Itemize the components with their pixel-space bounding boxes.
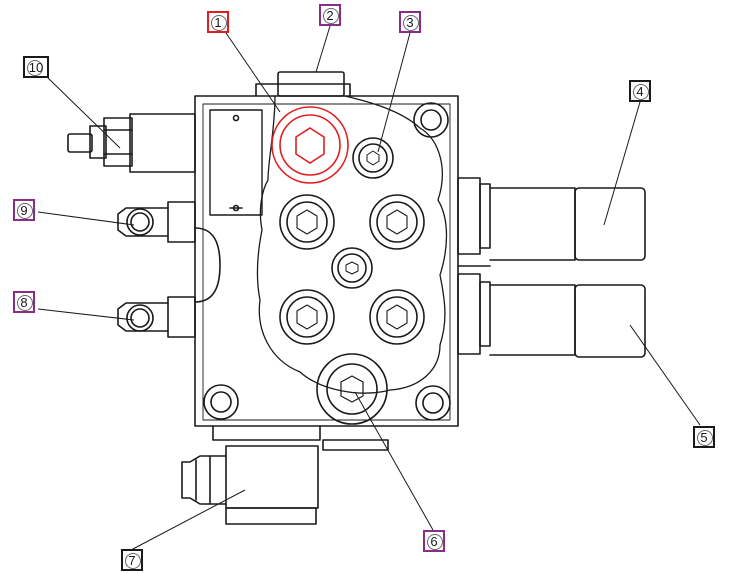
callout-ring <box>27 60 43 76</box>
work-port-plug-bottom-right <box>369 289 425 345</box>
spool-5-housing <box>457 273 646 358</box>
callout-8: 8 <box>13 291 35 313</box>
callout-label: 4 <box>636 83 644 99</box>
leader-3 <box>377 32 411 153</box>
port-7-fitting <box>181 445 319 525</box>
callout-label: 2 <box>326 7 334 23</box>
port-8-fitting <box>117 296 196 338</box>
callout-4: 4 <box>629 80 651 102</box>
callout-ring <box>17 295 33 311</box>
leader-6 <box>354 391 434 531</box>
callout-6: 6 <box>423 530 445 552</box>
bolt-hole-bottom-left <box>210 391 232 413</box>
callout-ring <box>427 534 443 550</box>
callout-ring <box>211 15 227 31</box>
callout-label: 7 <box>128 552 136 568</box>
leader-7 <box>130 489 246 551</box>
callout-1: 1 <box>207 11 229 33</box>
bolt-hole-top-right <box>420 109 442 131</box>
port-1-highlight <box>271 106 349 184</box>
bolt-hole-bottom-right <box>422 392 444 414</box>
leader-10 <box>47 77 121 149</box>
callout-ring <box>403 15 419 31</box>
spool-4-housing <box>457 177 646 261</box>
work-port-plug-bottom-left <box>279 289 335 345</box>
bottom-port-boss <box>322 439 389 451</box>
leader-5 <box>629 324 701 426</box>
callout-label: 6 <box>430 533 438 549</box>
leader-2 <box>315 25 331 73</box>
callout-label: 3 <box>406 14 414 30</box>
callout-ring <box>125 553 141 569</box>
callout-ring <box>17 203 33 219</box>
valve-body <box>194 95 459 427</box>
callout-ring <box>323 8 339 24</box>
callout-10: 10 <box>23 56 49 78</box>
callout-9: 9 <box>13 199 35 221</box>
left-port-boss <box>194 227 221 303</box>
callout-ring <box>633 84 649 100</box>
leader-4 <box>603 101 641 226</box>
callout-ring <box>697 430 713 446</box>
nameplate <box>209 109 263 216</box>
port-9-fitting <box>117 201 196 243</box>
work-port-plug-top-right <box>369 194 425 250</box>
callout-label: 5 <box>700 429 708 445</box>
callout-label: 9 <box>20 202 28 218</box>
leader-9 <box>37 211 135 226</box>
callout-3: 3 <box>399 11 421 33</box>
inner-cavity-outline <box>256 95 448 394</box>
port-6-plug <box>316 353 388 425</box>
center-plug <box>331 247 373 289</box>
callout-label: 1 <box>214 14 222 30</box>
leader-1 <box>225 32 281 113</box>
callout-5: 5 <box>693 426 715 448</box>
callout-label: 8 <box>20 294 28 310</box>
callout-label: 10 <box>28 59 44 75</box>
port-3-plug <box>352 137 394 179</box>
port-10-relief-valve <box>67 113 196 173</box>
callout-2: 2 <box>319 4 341 26</box>
callout-7: 7 <box>121 549 143 571</box>
leader-8 <box>37 308 135 321</box>
work-port-plug-top-left <box>279 194 335 250</box>
